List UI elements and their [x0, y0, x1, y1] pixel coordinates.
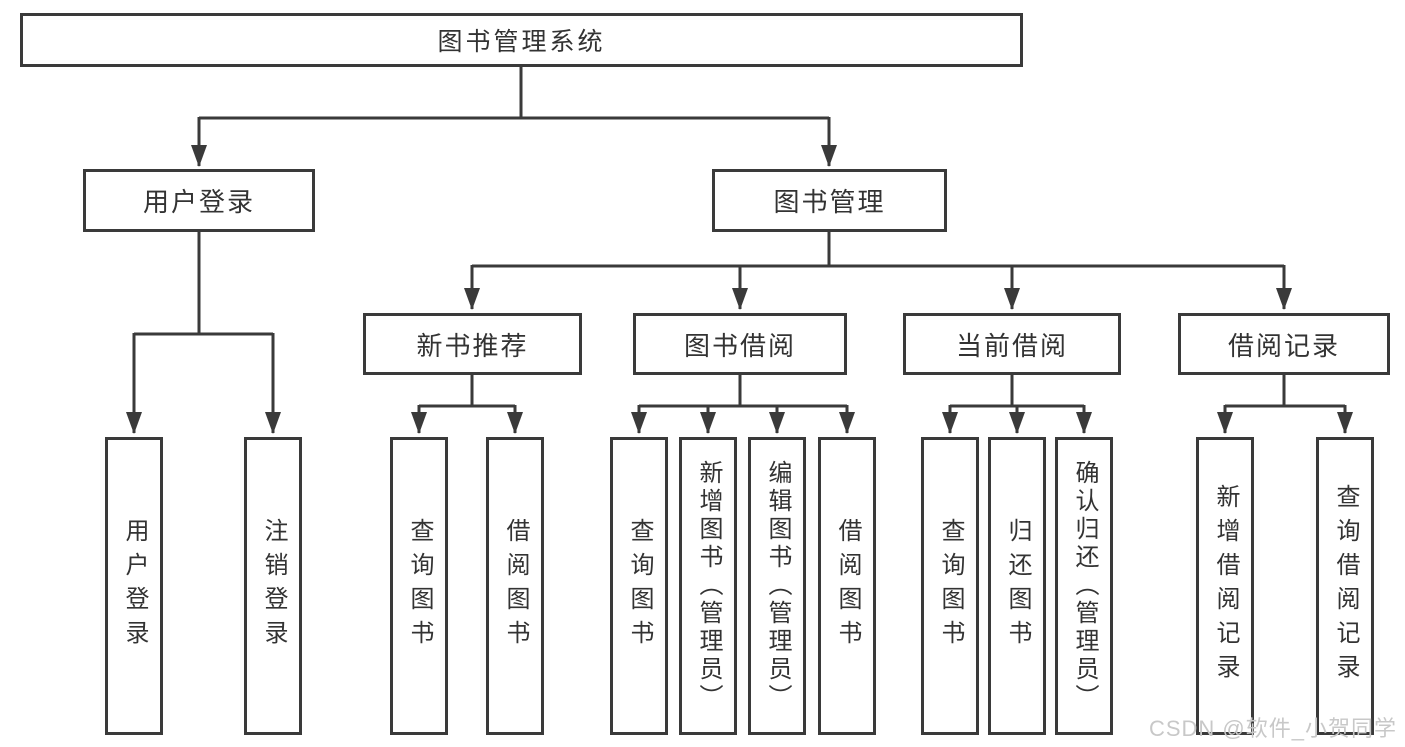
node-root-library-management-system: 图书管理系统: [20, 13, 1023, 67]
node-leaf-add-books-admin: 新增图书（管理员）: [679, 437, 737, 735]
node-leaf-return-books-label: 归还图书: [1004, 518, 1031, 654]
node-root-label: 图书管理系统: [437, 28, 606, 56]
csdn-watermark: CSDN @软件_小贺同学: [1148, 716, 1397, 741]
node-current-borrowing: 当前借阅: [903, 313, 1121, 375]
node-user-login-label: 用户登录: [142, 187, 255, 217]
node-leaf-edit-books-admin: 编辑图书（管理员）: [748, 437, 806, 735]
node-leaf-confirm-return-admin-label: 确认归还（管理员）: [1071, 460, 1098, 712]
node-leaf-user-login-label: 用户登录: [121, 518, 148, 654]
node-current-borrowing-label: 当前借阅: [955, 330, 1068, 361]
node-leaf-query-books-recommend-label: 查询图书: [406, 518, 433, 654]
node-leaf-query-books-current-label: 查询图书: [937, 518, 964, 654]
node-leaf-borrow-books-recommend: 借阅图书: [486, 437, 544, 735]
node-book-borrowing: 图书借阅: [633, 313, 847, 375]
node-leaf-add-borrow-record: 新增借阅记录: [1196, 437, 1254, 735]
node-book-management-label: 图书管理: [773, 187, 886, 217]
node-leaf-query-books-current: 查询图书: [921, 437, 979, 735]
node-leaf-logout: 注销登录: [244, 437, 302, 735]
node-leaf-query-books-recommend: 查询图书: [390, 437, 448, 735]
node-leaf-query-books-borrow: 查询图书: [610, 437, 668, 735]
node-leaf-edit-books-admin-label: 编辑图书（管理员）: [764, 460, 791, 712]
node-leaf-user-login: 用户登录: [105, 437, 163, 735]
node-leaf-return-books: 归还图书: [988, 437, 1046, 735]
node-new-book-recommendation: 新书推荐: [363, 313, 582, 375]
node-leaf-confirm-return-admin: 确认归还（管理员）: [1055, 437, 1113, 735]
node-leaf-add-borrow-record-label: 新增借阅记录: [1212, 484, 1239, 688]
node-borrowing-records-label: 借阅记录: [1227, 330, 1340, 361]
node-book-borrowing-label: 图书借阅: [683, 330, 796, 361]
node-leaf-query-borrow-record: 查询借阅记录: [1316, 437, 1374, 735]
node-new-book-recommendation-label: 新书推荐: [416, 330, 529, 361]
node-user-login: 用户登录: [83, 169, 315, 232]
node-leaf-query-books-borrow-label: 查询图书: [626, 518, 653, 654]
node-leaf-borrow-books-recommend-label: 借阅图书: [502, 518, 529, 654]
node-leaf-borrow-books: 借阅图书: [818, 437, 876, 735]
node-leaf-query-borrow-record-label: 查询借阅记录: [1332, 484, 1359, 688]
node-leaf-borrow-books-label: 借阅图书: [834, 518, 861, 654]
node-leaf-logout-label: 注销登录: [260, 518, 287, 654]
node-borrowing-records: 借阅记录: [1178, 313, 1390, 375]
node-leaf-add-books-admin-label: 新增图书（管理员）: [695, 460, 722, 712]
node-book-management: 图书管理: [712, 169, 947, 232]
